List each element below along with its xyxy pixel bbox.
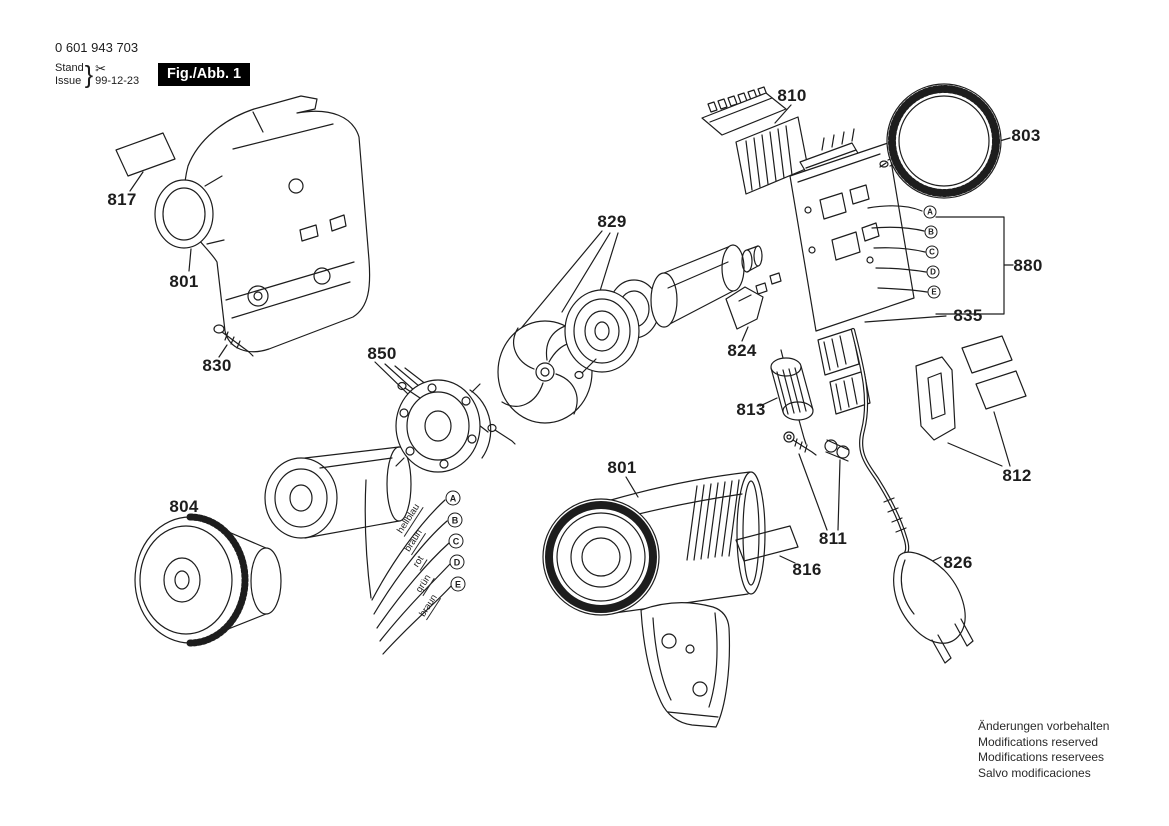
terminal-letter-badge: E [927,285,941,299]
part-number-label: 880 [1013,256,1043,275]
part-number-label: 826 [943,553,973,572]
screw-small [397,381,407,391]
terminal-letter-badge: D [449,554,465,570]
issue-label: Issue [55,75,82,87]
wire-harness-drawing [364,479,453,655]
terminal-letter-badge: B [924,225,938,239]
scissors-icon: ✂ [95,60,106,76]
label-plate-817 [115,132,176,177]
terminal-letter-badge: D [926,265,940,279]
notice-line: Salvo modificaciones [978,765,1091,780]
dial-803-drawing [879,83,1002,199]
notice-line: Änderungen vorbehalten [978,719,1110,733]
terminal-letter-badge: C [925,245,939,259]
issue-block: Stand Issue } ✂ 99-12-23 [55,60,140,89]
brace-glyph: } [84,61,94,89]
screw-small [487,423,497,433]
part-number-label: 803 [1011,126,1041,145]
part-number-label: 835 [953,306,983,325]
screw-830 [213,324,225,334]
part-number-label: 829 [597,212,627,231]
stand-label: Stand [55,62,84,74]
gun-body-drawing [542,471,766,728]
part-number-label: 813 [736,400,766,419]
spindle-assembly-drawing [134,379,516,647]
part-number-label: 801 [169,272,199,291]
control-pcb-drawing [789,128,928,415]
part-number-label: 830 [202,356,232,375]
connector-810-drawing [701,86,809,195]
part-number-label: 817 [107,190,137,209]
gear-813-drawing [770,349,814,445]
terminal-letter-badge: C [448,533,464,549]
notice-line: Modifications reservees [978,750,1105,764]
issue-date: 99-12-23 [95,74,140,87]
part-number-label: 850 [367,344,397,363]
parts-812-drawing [915,335,1027,441]
notice-line: Modifications reserved [978,734,1099,749]
figure-label-box: Fig./Abb. 1 [158,63,251,86]
part-number-label: 824 [727,341,757,360]
part-number-label: 811 [818,529,848,548]
part-number-label: 816 [792,560,822,579]
terminal-letter-badge: A [445,490,461,506]
screw-clamp-811-drawing [783,431,850,462]
part-number-label: 812 [1002,466,1032,485]
bracket-824-drawing [725,286,764,330]
sticker-816-drawing [735,525,799,562]
terminal-letter-badge: B [447,512,463,528]
modification-notices: Änderungen vorbehalten Modifications res… [978,719,1109,781]
handle-shell-drawing [115,95,371,357]
document-part-number: 0 601 943 703 [55,40,139,55]
power-cord-826-drawing [850,327,974,664]
bracket-880 [935,216,1014,315]
part-number-label: 810 [777,86,807,105]
part-number-label: 804 [169,497,199,516]
motor-assembly-drawing [564,244,782,380]
screw-small [574,370,584,380]
part-number-label: 801 [607,458,637,477]
terminal-letter-badge: A [923,205,937,219]
terminal-letter-badge: E [450,576,466,592]
